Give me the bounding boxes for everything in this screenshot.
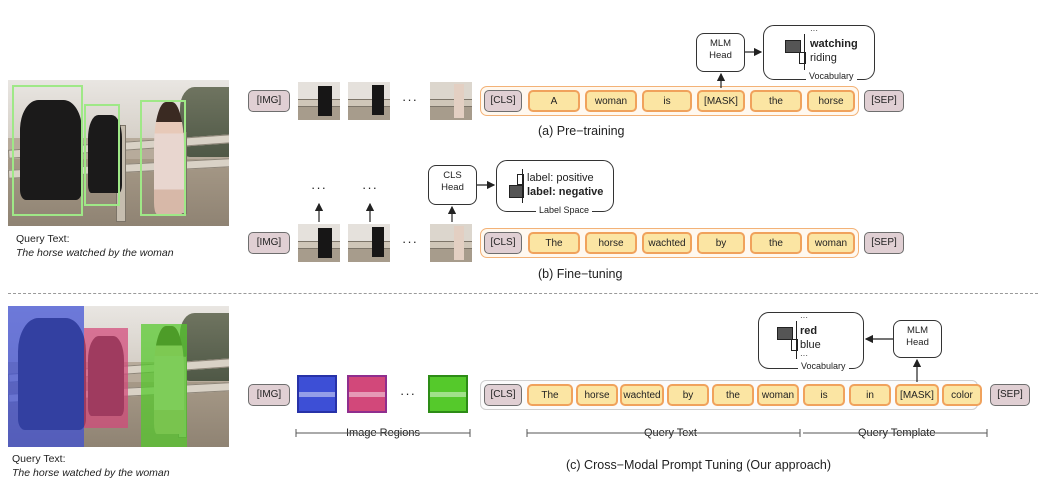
mask-token: [MASK] xyxy=(895,384,939,406)
head-label: CLS Head xyxy=(441,170,464,193)
template-token: is xyxy=(803,384,845,406)
text-token: the xyxy=(750,232,802,254)
region-thumbnail xyxy=(348,82,390,120)
ellipsis: ··· xyxy=(362,180,378,195)
query-sentence: The horse watched by the woman xyxy=(12,467,170,479)
vocab-top-word: red xyxy=(800,325,818,337)
mask-horse-1 xyxy=(8,306,84,447)
text-token: woman xyxy=(757,384,799,406)
vocab-title: Vocabulary xyxy=(798,361,849,371)
mask-horse-2 xyxy=(84,328,128,428)
label-axis xyxy=(522,169,523,203)
label-space-title: Label Space xyxy=(536,205,593,215)
cls-head: CLS Head xyxy=(428,165,477,205)
cls-token: [CLS] xyxy=(484,232,522,254)
template-token: in xyxy=(849,384,891,406)
region-thumbnail xyxy=(430,224,472,262)
text-token: woman xyxy=(585,90,637,112)
probability-bar-icon xyxy=(509,185,524,198)
probability-bar-icon xyxy=(791,339,798,351)
text-token: horse xyxy=(585,232,637,254)
sep-token: [SEP] xyxy=(864,232,904,254)
vocab-dots: ··· xyxy=(810,26,818,35)
query-image-bottom xyxy=(8,306,229,447)
text-token: The xyxy=(528,232,580,254)
text-token: by xyxy=(697,232,745,254)
vocab-dots-top: ··· xyxy=(800,313,808,322)
woman-figure xyxy=(154,102,184,214)
text-token: wachted xyxy=(642,232,692,254)
probability-bar-icon xyxy=(799,52,806,64)
caption-pretraining: (a) Pre−training xyxy=(538,124,625,138)
vocab-second-word: blue xyxy=(800,339,821,351)
horse-silhouette xyxy=(88,115,122,193)
img-token: [IMG] xyxy=(248,90,290,112)
img-token: [IMG] xyxy=(248,232,290,254)
mask-token: [MASK] xyxy=(697,90,745,112)
template-token: color xyxy=(942,384,982,406)
ellipsis: ··· xyxy=(402,92,418,107)
ellipsis: ··· xyxy=(311,180,327,195)
query-sentence: The horse watched by the woman xyxy=(16,247,174,259)
image-region-green xyxy=(428,375,468,413)
text-token: A xyxy=(528,90,580,112)
text-token: the xyxy=(750,90,802,112)
bbox-horse-1 xyxy=(12,85,83,216)
region-thumbnail xyxy=(298,224,340,262)
vocab-dots-bottom: ··· xyxy=(800,351,808,360)
sep-token: [SEP] xyxy=(864,90,904,112)
probability-bar-icon xyxy=(777,327,793,340)
query-label: Query Text: xyxy=(12,453,66,465)
probability-bar-icon xyxy=(517,174,524,185)
query-text-top: Query Text: The horse watched by the wom… xyxy=(16,232,174,260)
sep-token: [SEP] xyxy=(990,384,1030,406)
image-region-pink xyxy=(347,375,387,413)
section-divider xyxy=(8,293,1038,294)
query-text-bottom: Query Text: The horse watched by the wom… xyxy=(12,452,170,480)
text-token: The xyxy=(527,384,573,406)
vocab-axis xyxy=(796,321,797,359)
probability-bar-icon xyxy=(785,40,801,53)
region-thumbnail xyxy=(430,82,472,120)
text-token: horse xyxy=(807,90,855,112)
region-thumbnail xyxy=(348,224,390,262)
ellipsis: ··· xyxy=(402,234,418,249)
text-token: the xyxy=(712,384,754,406)
image-region-blue xyxy=(297,375,337,413)
text-token: wachted xyxy=(620,384,664,406)
vocab-top-word: watching xyxy=(810,38,858,50)
head-label: MLM Head xyxy=(709,38,732,61)
mlm-head-c: MLM Head xyxy=(893,320,942,358)
query-image-top xyxy=(8,80,229,226)
label-positive: label: positive xyxy=(527,172,594,184)
query-label: Query Text: xyxy=(16,233,70,245)
text-token: by xyxy=(667,384,709,406)
cls-token: [CLS] xyxy=(484,384,522,406)
vocab-axis xyxy=(804,34,805,70)
text-token: horse xyxy=(576,384,618,406)
vocab-title: Vocabulary xyxy=(806,71,857,81)
horse-silhouette xyxy=(20,100,82,200)
label-negative: label: negative xyxy=(527,186,604,198)
mlm-head-a: MLM Head xyxy=(696,33,745,72)
vocab-second-word: riding xyxy=(810,52,837,64)
text-token: woman xyxy=(807,232,855,254)
cls-token: [CLS] xyxy=(484,90,522,112)
caption-cpt: (c) Cross−Modal Prompt Tuning (Our appro… xyxy=(566,458,832,472)
text-token: is xyxy=(642,90,692,112)
ellipsis: ··· xyxy=(400,386,416,401)
region-thumbnail xyxy=(298,82,340,120)
head-label: MLM Head xyxy=(906,325,929,348)
bbox-woman xyxy=(140,100,186,216)
caption-finetuning: (b) Fine−tuning xyxy=(538,267,623,281)
mask-woman xyxy=(141,324,187,447)
bbox-horse-2 xyxy=(84,104,120,206)
img-token: [IMG] xyxy=(248,384,290,406)
